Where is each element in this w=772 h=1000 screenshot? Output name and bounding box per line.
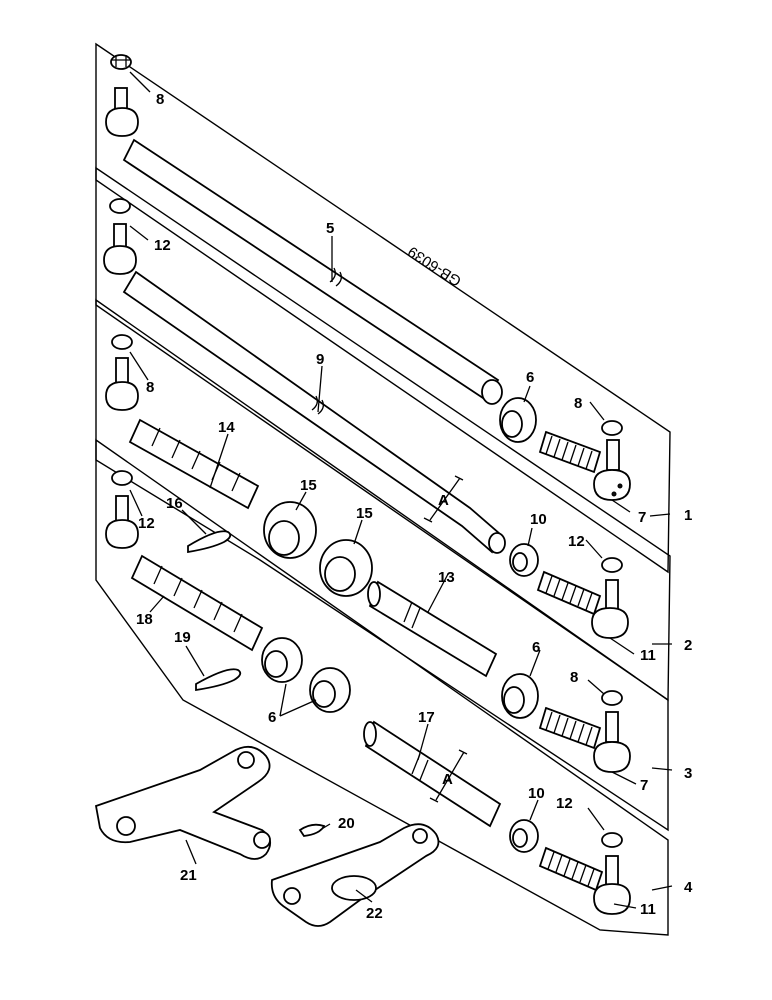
callout-7: 7 xyxy=(638,509,646,526)
callout-16: 16 xyxy=(166,495,183,512)
assembly-4-parts xyxy=(105,470,631,915)
assembly-2-parts xyxy=(103,198,629,639)
drawing-code: GB-6039 xyxy=(405,243,465,290)
tube-17 xyxy=(364,720,502,828)
lever-22 xyxy=(270,823,440,927)
assembly-number-4: 4 xyxy=(684,879,693,896)
assembly-number-1: 1 xyxy=(684,507,692,524)
threaded-rod-7-b xyxy=(538,706,602,750)
assembly-3-parts xyxy=(105,334,631,773)
callout-10: 10 xyxy=(528,785,545,802)
threaded-rod-7 xyxy=(538,430,602,474)
clamp-15-b xyxy=(319,539,373,597)
callout-7: 7 xyxy=(640,777,648,794)
callout-18: 18 xyxy=(136,611,153,628)
threaded-rod-11-a xyxy=(536,570,602,616)
callout-8: 8 xyxy=(570,669,578,686)
callout-12: 12 xyxy=(138,515,155,532)
callout-8: 8 xyxy=(574,395,582,412)
callout-13: 13 xyxy=(438,569,455,586)
callout-19: 19 xyxy=(174,629,191,646)
dimension-label-a-2: A xyxy=(442,771,453,788)
assembly-frame-2 xyxy=(95,166,671,702)
callout-15: 15 xyxy=(356,505,373,522)
callout-20: 20 xyxy=(338,815,355,832)
ball-joint-right-1 xyxy=(593,439,631,501)
lever-21 xyxy=(94,746,272,860)
threaded-rod-11-b xyxy=(538,846,604,892)
pin-19 xyxy=(195,668,242,692)
leader-lines xyxy=(129,71,673,909)
sleeve-18 xyxy=(130,554,264,652)
callout-6: 6 xyxy=(268,709,276,726)
callout-8: 8 xyxy=(146,379,154,396)
assembly-frame-1 xyxy=(95,42,671,574)
assembly-frame-4 xyxy=(95,438,669,936)
callout-10: 10 xyxy=(530,511,547,528)
clamp-15-a xyxy=(263,501,317,559)
castle-nut-right-1 xyxy=(601,420,623,436)
callout-17: 17 xyxy=(418,709,435,726)
callout-14: 14 xyxy=(218,419,235,436)
callout-21: 21 xyxy=(180,867,197,884)
callout-5: 5 xyxy=(326,220,334,237)
clamp-10-a xyxy=(509,543,539,577)
callout-6: 6 xyxy=(526,369,534,386)
tube-13 xyxy=(368,580,498,678)
sleeve-14 xyxy=(128,418,260,510)
clamp-6-c xyxy=(261,637,351,713)
callout-11: 11 xyxy=(640,647,656,664)
callout-8: 8 xyxy=(156,91,164,108)
assembly-number-3: 3 xyxy=(684,765,692,782)
assembly-1-parts xyxy=(105,54,631,501)
callout-6: 6 xyxy=(532,639,540,656)
key-20 xyxy=(298,823,326,837)
clamp-6-b xyxy=(501,673,539,719)
callout-9: 9 xyxy=(316,351,324,368)
assembly-number-2: 2 xyxy=(684,637,692,654)
clamp-6-a xyxy=(499,397,537,443)
ball-joint-left xyxy=(105,87,139,137)
dimension-label-a-1: A xyxy=(438,492,449,509)
callout-15: 15 xyxy=(300,477,317,494)
callout-22: 22 xyxy=(366,905,383,922)
clamp-10-b xyxy=(509,819,539,853)
castle-nut xyxy=(110,54,132,70)
callout-12: 12 xyxy=(154,237,171,254)
callout-12: 12 xyxy=(568,533,585,550)
callout-11: 11 xyxy=(640,901,656,918)
pin-16 xyxy=(187,530,232,554)
callout-12: 12 xyxy=(556,795,573,812)
assembly-frame-3 xyxy=(95,298,669,832)
